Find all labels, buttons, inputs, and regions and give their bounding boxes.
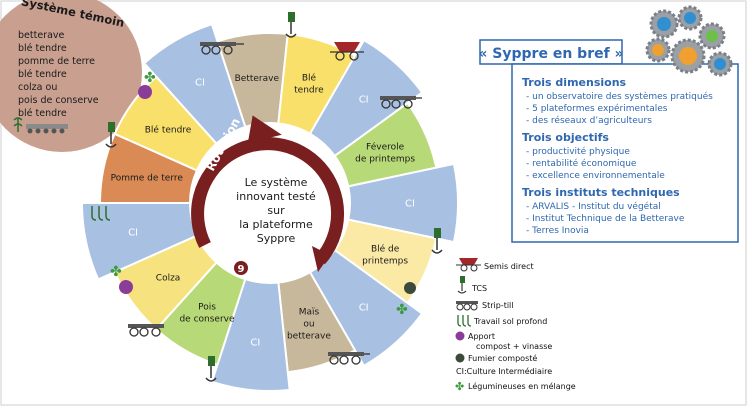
bref-item: - excellence environnementale (526, 171, 665, 181)
travail-sol-profond-icon (91, 206, 111, 221)
bref-title: « Syppre en bref » (478, 46, 623, 62)
sector-label-ble-printemps: printemps (362, 257, 408, 267)
temoin-crop: colza ou (18, 82, 57, 93)
strip-till-icon (380, 96, 422, 109)
tcs-icon (285, 12, 297, 38)
bref-item: - 5 plateformes expérimentales (526, 103, 668, 114)
legend-travail-sol-profond: Travail sol profond (473, 317, 547, 326)
years-unit: ans (254, 266, 276, 279)
sector-label-mais: ou (303, 319, 314, 329)
bref-item: - des réseaux d’agriculteurs (526, 115, 652, 126)
legend-fumier: Fumier composté (468, 353, 537, 363)
gears-icon (645, 5, 733, 77)
sector-ci-4 (210, 277, 291, 392)
legend-legumineuses: Légumineuses en mélange (468, 381, 576, 391)
temoin-crop: blé tendre (18, 108, 67, 119)
bref-heading: Trois objectifs (522, 131, 609, 144)
sector-label-ci-4: CI (250, 338, 260, 349)
legend-apport-line1: Apport (468, 332, 495, 341)
legumineuses-icon: ✤ (110, 264, 122, 280)
bref-heading: Trois instituts techniques (522, 186, 680, 199)
sector-ci-2 (347, 162, 459, 244)
semis-direct-icon (330, 42, 364, 61)
bref-item: - productivité physique (526, 146, 630, 157)
fumier-icon (404, 282, 416, 294)
center-text-line: la plateforme (239, 218, 313, 231)
legumineuses-icon: ✤ (396, 302, 408, 318)
bref-item: - Terres Inovia (526, 226, 589, 236)
sector-label-pois: de conserve (179, 315, 235, 325)
sector-label-feverole: Féverole (366, 141, 405, 152)
temoin-crop-list: betterave blé tendre pomme de terre blé ten… (18, 30, 99, 119)
legend-apport-line2: compost + vinasse (476, 342, 552, 351)
sector-label-pois: Pois (198, 303, 216, 313)
temoin-tillage-icon (13, 117, 68, 134)
tcs-icon (205, 356, 217, 382)
center-text-line: sur (267, 204, 285, 217)
temoin-circle (0, 0, 142, 152)
years-number-badge: 9 (238, 264, 245, 275)
legend-ci: CI:Culture Intermédiaire (456, 366, 552, 376)
sector-label-ci-1: CI (359, 94, 369, 105)
bref-heading: Trois dimensions (522, 76, 627, 89)
years-badge (234, 261, 248, 275)
legend-strip-till-icon (456, 301, 478, 311)
legend: Semis direct TCS Strip-till Travail sol … (455, 258, 576, 393)
legend-strip-till: Strip-till (482, 301, 514, 310)
strip-till-icon (328, 352, 370, 365)
sector-label-ci-2: CI (405, 199, 415, 210)
sector-label-mais: betterave (287, 331, 331, 341)
sector-label-ble-tendre-1: tendre (294, 86, 324, 96)
bref-item: - un observatoire des systèmes pratiqués (526, 91, 713, 102)
center-text-line: innovant testé (236, 190, 316, 203)
bref-title-box (479, 39, 623, 65)
sector-label-ble-tendre-1: Blé (302, 73, 317, 84)
bref-panel: « Syppre en bref » Trois dimensions - un … (478, 5, 739, 243)
sector-label-mais: Maïs (299, 307, 320, 317)
apport-compost-icon (138, 85, 152, 99)
bref-box (511, 63, 739, 243)
center-text-line: Le système (245, 176, 308, 189)
sector-ci-6 (142, 22, 247, 145)
tcs-icon (431, 228, 443, 254)
legend-apport-compost-icon (455, 331, 465, 341)
sector-label-ci-6: CI (195, 77, 205, 88)
sector-label-ble-printemps: Blé de (371, 244, 400, 255)
sector-label-feverole: de printemps (355, 154, 415, 164)
wheel-icons: ✤ ✤ ✤ (91, 12, 443, 382)
strip-till-icon (200, 42, 244, 55)
temoin-crop: blé tendre (18, 43, 67, 54)
apport-compost-icon (119, 280, 133, 294)
temoin-crop: betterave (18, 30, 65, 41)
bref-content: Trois dimensions - un observatoire des sy… (522, 76, 713, 236)
temoin-crop: blé tendre (18, 69, 67, 80)
sector-label-betterave: Betterave (235, 74, 280, 84)
bref-item: - rentabilité économique (526, 158, 637, 169)
legend-tcs-icon (457, 276, 467, 294)
center-text-line: Syppre (257, 232, 296, 245)
legumineuses-icon: ✤ (144, 70, 156, 86)
legend-legumineuses-icon: ✤ (455, 380, 464, 393)
legend-travail-sol-profond-icon (457, 315, 472, 327)
legend-tcs: TCS (471, 284, 487, 293)
sector-label-colza: Colza (156, 274, 181, 284)
strip-till-icon (128, 324, 164, 337)
sector-label-pomme-de-terre: Pomme de terre (111, 173, 184, 183)
tcs-icon (105, 122, 117, 148)
legend-semis-direct: Semis direct (484, 262, 534, 271)
temoin-crop: pois de conserve (18, 95, 99, 106)
temoin-crop: pomme de terre (18, 56, 95, 67)
bref-item: - Institut Technique de la Betterave (526, 214, 685, 224)
legend-semis-direct-icon (456, 258, 481, 272)
sector-label-ci-5: CI (128, 228, 138, 239)
sector-label-ble-tendre-2: Blé tendre (145, 124, 192, 135)
sector-label-ci-3: CI (359, 303, 369, 314)
bref-item: - ARVALIS - Institut du végétal (526, 201, 661, 212)
legend-fumier-icon (455, 353, 465, 363)
